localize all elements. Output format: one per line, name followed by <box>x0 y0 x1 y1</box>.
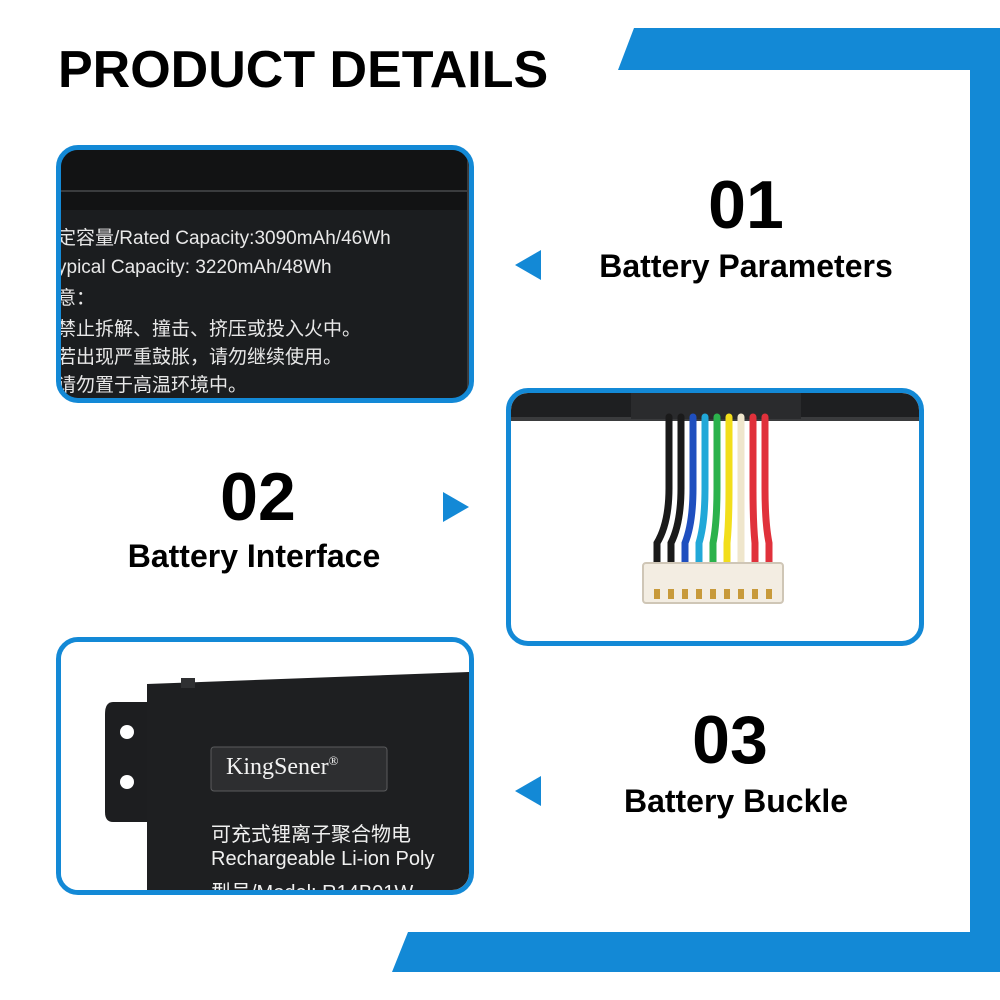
connector-wire <box>695 413 709 569</box>
connector-wire <box>681 413 697 569</box>
connector-pin <box>654 589 660 599</box>
battery-label-photo: 定容量/Rated Capacity:3090mAh/46Wh ypical C… <box>56 145 474 403</box>
connector-plug <box>642 562 784 604</box>
connector-pin <box>668 589 674 599</box>
arrow-left-icon <box>515 776 541 806</box>
caution-line-1: 禁止拆解、撞击、挤压或投入火中。 <box>57 319 362 340</box>
page-title: PRODUCT DETAILS <box>58 41 549 99</box>
connector-wire <box>653 413 673 569</box>
caution-line-3: 请勿置于高温环境中。 <box>57 375 248 396</box>
buckle-hole-top <box>120 725 134 739</box>
connector-pin <box>766 589 772 599</box>
connector-wire <box>709 413 721 569</box>
brand-name: KingSener® <box>226 753 339 780</box>
connector-wire <box>667 413 685 569</box>
connector-wire <box>749 413 759 569</box>
buckle-hole-bottom <box>120 775 134 789</box>
rated-capacity-text: 定容量/Rated Capacity:3090mAh/46Wh <box>57 228 391 249</box>
battery-model: 型号/Model: R14B01W <box>211 882 414 895</box>
section-label-battery-parameters: Battery Parameters <box>599 248 893 284</box>
section-number-02: 02 <box>220 459 296 535</box>
caution-heading: 意： <box>57 288 96 309</box>
connector-wire <box>761 413 773 569</box>
arrow-right-icon <box>443 492 469 522</box>
connector-pin <box>710 589 716 599</box>
connector-pin <box>696 589 702 599</box>
battery-body-illustration <box>61 642 469 890</box>
section-number-03: 03 <box>692 702 768 778</box>
battery-connector-photo <box>506 388 924 646</box>
connector-wire <box>723 413 733 569</box>
arrow-left-icon <box>515 250 541 280</box>
connector-pin <box>682 589 688 599</box>
section-number-01: 01 <box>708 167 784 243</box>
caution-line-2: 若出现严重鼓胀，请勿继续使用。 <box>57 347 343 368</box>
brand-sticker <box>210 746 388 792</box>
battery-buckle-photo: KingSener® 可充式锂离子聚合物电 Rechargeable Li-io… <box>56 637 474 895</box>
buckle-tab <box>105 702 147 822</box>
section-label-battery-interface: Battery Interface <box>127 538 381 574</box>
connector-pin <box>738 589 744 599</box>
connector-pin <box>724 589 730 599</box>
connector-pin <box>752 589 758 599</box>
section-label-battery-buckle: Battery Buckle <box>623 783 849 819</box>
typical-capacity-text: ypical Capacity: 3220mAh/48Wh <box>57 257 332 278</box>
connector-wires-illustration <box>511 393 919 604</box>
battery-type-en: Rechargeable Li-ion Poly <box>211 848 435 870</box>
battery-type-cn: 可充式锂离子聚合物电 <box>211 824 411 846</box>
